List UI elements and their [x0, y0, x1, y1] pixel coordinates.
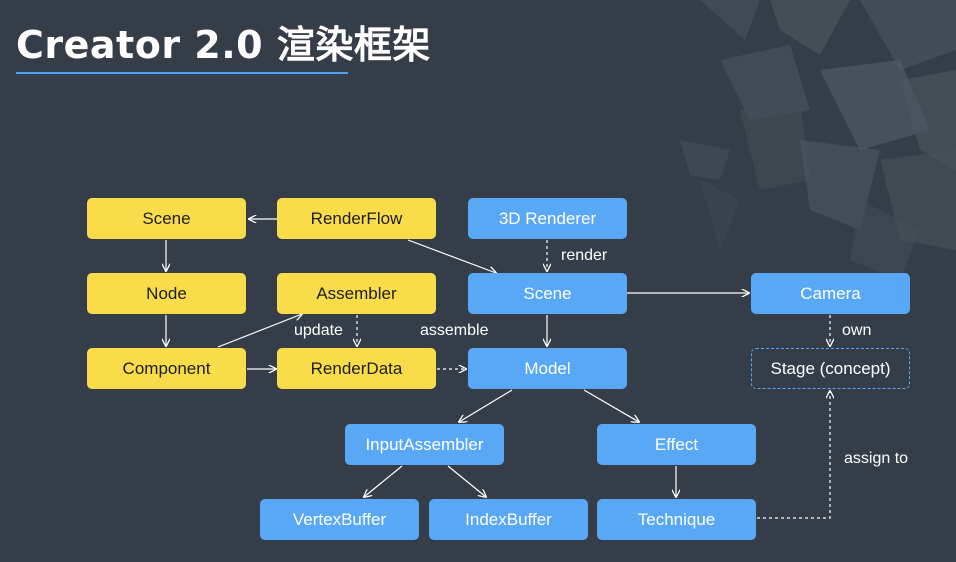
node-stage-concept: Stage (concept): [751, 348, 910, 389]
edge-technique-stage-dashed: [757, 391, 830, 519]
edge-inputassembler-vertexbuffer: [364, 465, 403, 497]
label-update: update: [294, 322, 343, 339]
edge-model-inputassembler: [459, 389, 513, 422]
node-scene-right: Scene: [468, 273, 627, 314]
node-model: Model: [468, 348, 627, 389]
node-renderdata: RenderData: [277, 348, 436, 389]
node-renderflow: RenderFlow: [277, 198, 436, 239]
edge-model-effect: [583, 389, 639, 422]
node-node: Node: [87, 273, 246, 314]
title-underline: [16, 72, 348, 74]
node-indexbuffer: IndexBuffer: [429, 499, 588, 540]
edge-component-assembler: [217, 314, 302, 348]
node-effect: Effect: [597, 424, 756, 465]
label-own: own: [842, 322, 872, 339]
node-inputassembler: InputAssembler: [345, 424, 504, 465]
label-assign-to: assign to: [844, 450, 909, 467]
edge-inputassembler-indexbuffer: [447, 465, 486, 497]
node-assembler: Assembler: [277, 273, 436, 314]
node-scene-left: Scene: [87, 198, 246, 239]
node-vertexbuffer: VertexBuffer: [260, 499, 419, 540]
edge-renderflow-scene-right: [407, 239, 496, 273]
node-technique: Technique: [597, 499, 756, 540]
label-render: render: [561, 247, 608, 264]
page-title: Creator 2.0 渲染框架: [16, 23, 431, 67]
node-component: Component: [87, 348, 246, 389]
node-camera: Camera: [751, 273, 910, 314]
node-3d-renderer: 3D Renderer: [468, 198, 627, 239]
label-assemble: assemble: [420, 322, 489, 339]
